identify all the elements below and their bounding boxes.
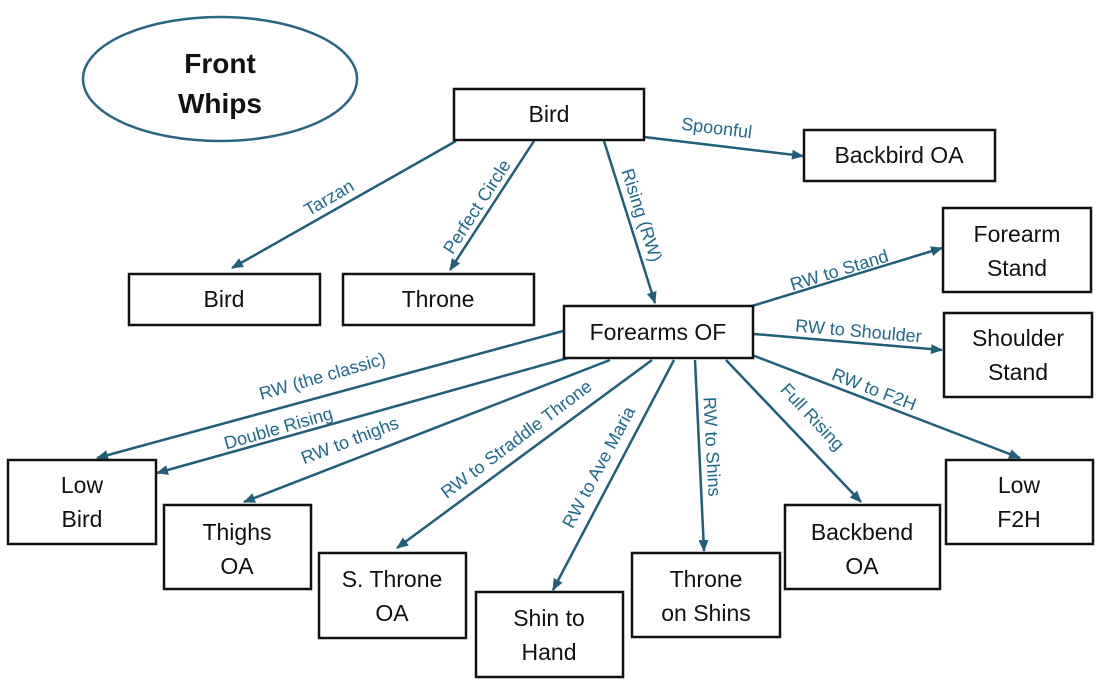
edge-double-rising <box>156 354 576 475</box>
node-bird-left: Bird <box>127 272 322 327</box>
node-label-line-1: Low <box>998 472 1041 498</box>
node-label-line-2: OA <box>375 600 409 626</box>
edge-label-rw-to-stand: RW to Stand <box>788 246 891 295</box>
edge-label-rw-to-shins: RW to Shins <box>699 396 724 497</box>
node-shin-to-hand: Shin to Hand <box>474 590 625 679</box>
node-label-line-2: on Shins <box>661 600 751 626</box>
node-forearm-stand: Forearm Stand <box>941 206 1093 294</box>
node-label-line-1: Throne <box>670 566 743 592</box>
edge-rw-to-f2h <box>751 353 1021 460</box>
node-label: Bird <box>529 101 570 127</box>
node-label-line-2: Stand <box>988 359 1048 385</box>
edge-rw-to-thighs <box>243 358 611 504</box>
edge-label-rising-rw: Rising (RW) <box>617 166 666 264</box>
node-label-line-2: Stand <box>987 255 1047 281</box>
node-label-line-1: Shin to <box>513 605 585 631</box>
edge-rw-to-stand <box>751 246 943 308</box>
node-low-bird: Low Bird <box>6 458 158 546</box>
node-label-line-1: Thighs <box>202 519 271 545</box>
node-label: Backbird OA <box>834 142 964 168</box>
node-s-throne-oa: S. Throne OA <box>317 551 468 640</box>
node-label-line-1: S. Throne <box>342 566 443 592</box>
edge-rw-to-ave-maria <box>551 359 676 591</box>
edge-label-perfect-circle: Perfect Circle <box>439 156 515 257</box>
node-thighs-oa: Thighs OA <box>162 503 313 591</box>
node-bird-top: Bird <box>452 87 646 142</box>
edge-tarzan <box>231 139 457 270</box>
node-backbend-oa: Backbend OA <box>783 503 942 591</box>
node-label-line-2: Bird <box>62 506 103 532</box>
edge-rising-rw <box>602 140 657 304</box>
node-shoulder-stand: Shoulder Stand <box>942 311 1094 399</box>
node-low-f2h: Low F2H <box>944 458 1095 546</box>
node-backbird-oa: Backbird OA <box>802 128 997 183</box>
edge-rw-to-straddle-throne <box>396 358 653 550</box>
node-throne: Throne <box>341 272 536 327</box>
node-label-line-1: Forearm <box>974 221 1061 247</box>
node-label-line-2: Hand <box>522 639 577 665</box>
title-ellipse: Front Whips <box>81 15 359 143</box>
node-label: Throne <box>402 286 475 312</box>
edge-perfect-circle <box>448 140 536 271</box>
node-forearms-of: Forearms OF <box>562 304 755 360</box>
edge-label-full-rising: Full Rising <box>776 379 848 454</box>
node-label-line-2: F2H <box>997 506 1040 532</box>
title-line-2: Whips <box>178 88 262 119</box>
node-label-line-1: Shoulder <box>972 325 1064 351</box>
edge-spoonful <box>643 135 804 160</box>
edge-rw-to-shins <box>693 359 709 552</box>
node-label-line-1: Low <box>61 472 104 498</box>
node-throne-on-shins: Throne on Shins <box>630 551 782 639</box>
edge-label-spoonful: Spoonful <box>680 114 753 143</box>
node-label-line-2: OA <box>845 553 879 579</box>
edge-rw-to-shoulder <box>753 332 943 355</box>
node-label-line-2: OA <box>220 553 254 579</box>
edge-rw-the-classic <box>96 329 564 460</box>
node-label: Forearms OF <box>590 319 727 345</box>
edge-full-rising <box>725 359 862 503</box>
node-label-line-1: Backbend <box>811 519 913 545</box>
title-line-1: Front <box>184 48 256 79</box>
node-label: Bird <box>204 286 245 312</box>
